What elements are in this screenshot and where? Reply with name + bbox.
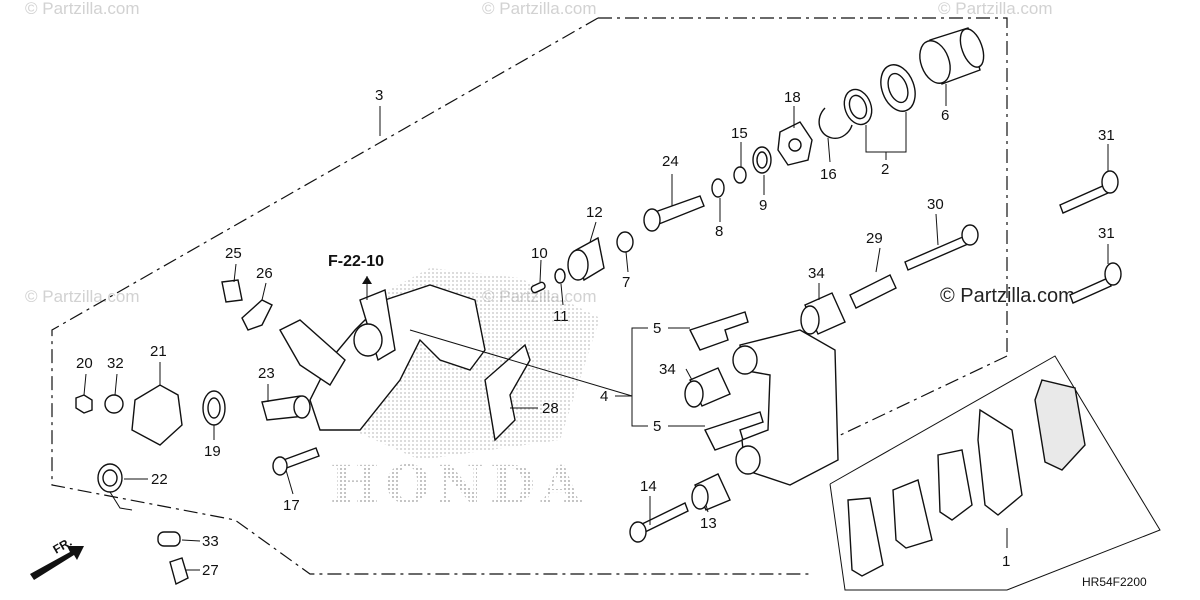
callout-8: 8 — [715, 223, 723, 240]
callout-23: 23 — [258, 365, 275, 382]
callout-24: 24 — [662, 153, 679, 170]
callout-26: 26 — [256, 265, 273, 282]
callout-15: 15 — [731, 125, 748, 142]
callout-9: 9 — [759, 197, 767, 214]
part-11-washer[interactable] — [554, 268, 566, 284]
part-8-seal[interactable] — [711, 178, 725, 198]
callout-25: 25 — [225, 245, 242, 262]
part-16-circlip[interactable] — [818, 107, 853, 140]
part-14-pin[interactable] — [629, 502, 689, 543]
part-22-spring[interactable] — [97, 463, 133, 511]
part-3-caliper-body[interactable] — [279, 284, 486, 431]
part-10-pin[interactable] — [530, 281, 546, 294]
watermark-mid-left: © Partzilla.com — [25, 287, 140, 306]
front-arrow-icon — [30, 546, 84, 580]
callout-14: 14 — [640, 478, 657, 495]
part-1-brake-pad-set[interactable] — [847, 379, 1086, 577]
part-21-lever[interactable] — [131, 384, 183, 446]
part-17-bolt[interactable] — [272, 447, 320, 476]
part-6-boot[interactable] — [914, 26, 988, 88]
front-direction-indicator: FR. — [30, 535, 84, 580]
part-2-seal-set[interactable] — [840, 60, 922, 128]
watermark-top-right: © Partzilla.com — [938, 0, 1053, 18]
callout-31-lower: 31 — [1098, 225, 1115, 242]
part-4-caliper-bracket[interactable] — [732, 329, 839, 486]
part-34-boot-lower[interactable] — [684, 367, 731, 408]
part-13-boot[interactable] — [691, 473, 731, 511]
callout-32: 32 — [107, 355, 124, 372]
callout-10: 10 — [531, 245, 548, 262]
part-5-pad-spring-upper[interactable] — [689, 311, 749, 351]
callout-4: 4 — [600, 388, 608, 405]
watermark-top-center: © Partzilla.com — [482, 0, 597, 18]
part-27-fitting[interactable] — [169, 557, 189, 586]
callout-28: 28 — [542, 400, 559, 417]
part-32-washer[interactable] — [104, 394, 124, 414]
leader-lines — [83, 84, 1109, 571]
callout-31-upper: 31 — [1098, 127, 1115, 144]
callout-2: 2 — [881, 161, 889, 178]
part-9-spring[interactable] — [752, 146, 772, 174]
part-5-pad-spring-lower[interactable] — [704, 411, 764, 451]
callout-27: 27 — [202, 562, 219, 579]
part-20-nut[interactable] — [75, 394, 93, 414]
callout-30: 30 — [927, 196, 944, 213]
callout-1: 1 — [1002, 553, 1010, 570]
callout-5-lower: 5 — [653, 418, 661, 435]
part-12-housing[interactable] — [567, 236, 605, 282]
part-31-bolt-upper[interactable] — [1059, 170, 1119, 214]
part-30-pin-bolt[interactable] — [904, 224, 979, 271]
pad-set-frame — [829, 355, 1161, 591]
callout-29: 29 — [866, 230, 883, 247]
diagram-code: HR54F2200 — [1082, 575, 1147, 589]
part-26-cap[interactable] — [241, 299, 273, 331]
callout-19: 19 — [204, 443, 221, 460]
callout-17: 17 — [283, 497, 300, 514]
callout-18: 18 — [784, 89, 801, 106]
callout-33: 33 — [202, 533, 219, 550]
part-23-piston[interactable] — [261, 395, 311, 421]
part-18-clip[interactable] — [777, 121, 813, 166]
callout-13: 13 — [700, 515, 717, 532]
callout-21: 21 — [150, 343, 167, 360]
part-31-bolt-lower[interactable] — [1069, 262, 1122, 304]
reference-label[interactable]: F-22-10 — [328, 253, 384, 270]
callout-5-upper: 5 — [653, 320, 661, 337]
part-19-boot[interactable] — [202, 390, 226, 426]
callout-7: 7 — [622, 274, 630, 291]
part-7-nut[interactable] — [616, 231, 634, 253]
callout-34-lower: 34 — [659, 361, 676, 378]
reference-arrow-icon — [362, 276, 372, 284]
callout-22: 22 — [151, 471, 168, 488]
part-29-sleeve[interactable] — [849, 274, 897, 309]
part-34-boot-upper[interactable] — [800, 292, 846, 335]
callout-16: 16 — [820, 166, 837, 183]
callout-3: 3 — [375, 87, 383, 104]
callout-11: 11 — [553, 308, 569, 325]
callout-34-upper: 34 — [808, 265, 825, 282]
honda-wordmark: HONDA — [330, 455, 587, 516]
part-24-adjuster-bolt[interactable] — [643, 195, 705, 232]
part-15-washer[interactable] — [733, 166, 747, 184]
callout-20: 20 — [76, 355, 93, 372]
part-33-cap[interactable] — [157, 531, 181, 547]
callout-6: 6 — [941, 107, 949, 124]
caliper-assembly-frame — [51, 17, 1008, 575]
part-25-bleeder-screw[interactable] — [221, 279, 243, 303]
callout-12: 12 — [586, 204, 603, 221]
watermark-top-left: © Partzilla.com — [25, 0, 140, 18]
